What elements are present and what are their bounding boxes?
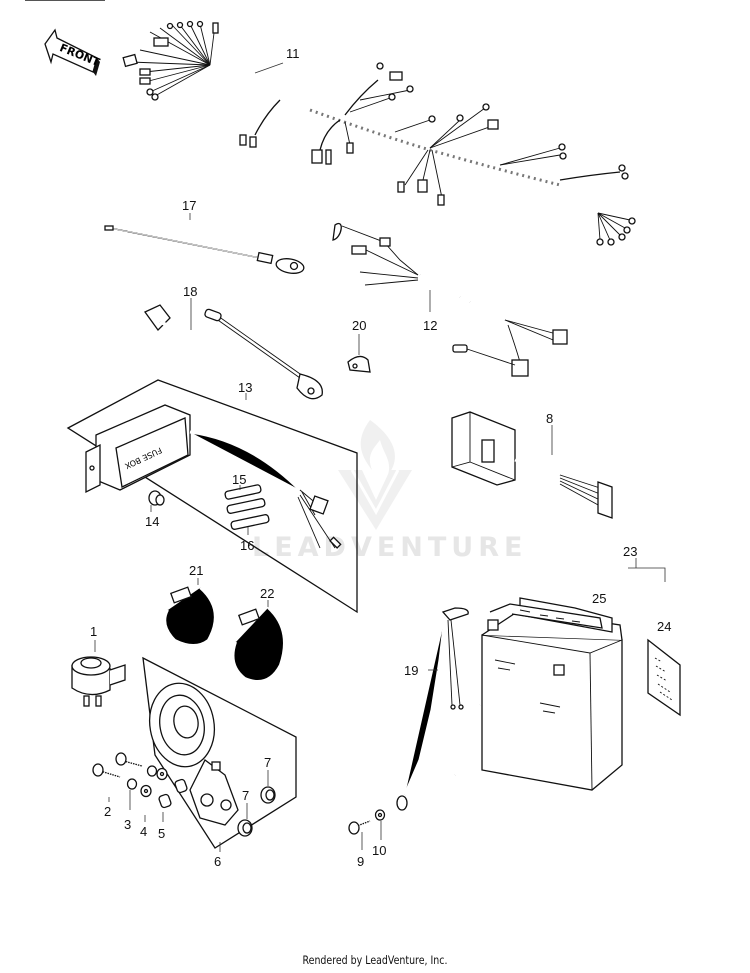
- watermark-logo-icon: [338, 420, 412, 530]
- callout-14[interactable]: 14: [145, 514, 159, 529]
- callout-21[interactable]: 21: [189, 563, 203, 578]
- part-11-main-wiring-harness[interactable]: 11: [122, 20, 636, 246]
- callout-6[interactable]: 6: [214, 854, 221, 869]
- part-10-washer[interactable]: 10: [372, 809, 386, 858]
- part-25-battery[interactable]: 25: [481, 591, 623, 791]
- callout-8[interactable]: 8: [546, 411, 553, 426]
- part-1-horn-relay[interactable]: 1: [71, 624, 126, 707]
- callout-7-lower[interactable]: 7: [242, 788, 249, 803]
- part-17-lead[interactable]: 17: [104, 198, 305, 275]
- front-arrow-icon: FRONT: [44, 28, 102, 76]
- callout-12[interactable]: 12: [423, 318, 437, 333]
- fuse-box: FUSE BOX: [85, 404, 342, 549]
- callout-16[interactable]: 16: [240, 538, 254, 553]
- watermark-text: LEADVENTURE: [252, 532, 527, 563]
- part-15-fuse[interactable]: 15: [224, 472, 266, 514]
- part-9-bolt[interactable]: 9: [348, 820, 371, 869]
- callout-17[interactable]: 17: [182, 198, 196, 213]
- callout-3[interactable]: 3: [124, 817, 131, 832]
- part-13-fuse-box-assembly[interactable]: 13 FUSE BOX: [66, 379, 358, 614]
- part-22-band[interactable]: 22: [232, 586, 285, 682]
- callout-24[interactable]: 24: [657, 619, 671, 634]
- part-7-grommet-lower[interactable]: 7: [237, 788, 253, 837]
- part-18-battery-cable[interactable]: 18: [144, 284, 323, 400]
- part-4-washer[interactable]: 4: [140, 767, 168, 840]
- part-3-lock-washer[interactable]: 3: [124, 765, 158, 832]
- part-12-sub-harness[interactable]: 12: [332, 222, 568, 377]
- callout-10[interactable]: 10: [372, 843, 386, 858]
- part-14-grommet[interactable]: 14: [145, 490, 165, 529]
- callout-5[interactable]: 5: [158, 826, 165, 841]
- part-2-bolt[interactable]: 2: [92, 752, 143, 819]
- part-16-fuse[interactable]: 16: [230, 514, 270, 553]
- callout-18[interactable]: 18: [183, 284, 197, 299]
- top-rule: [25, 0, 105, 1]
- callout-4[interactable]: 4: [140, 824, 147, 839]
- part-8-junction-box[interactable]: 8: [451, 411, 613, 519]
- callout-13[interactable]: 13: [238, 380, 252, 395]
- part-20-clamp[interactable]: 20: [347, 318, 371, 373]
- callout-2[interactable]: 2: [104, 804, 111, 819]
- watermark: LEADVENTURE: [252, 420, 527, 563]
- callout-23[interactable]: 23: [623, 544, 637, 559]
- callout-9[interactable]: 9: [357, 854, 364, 869]
- part-6-horn-assembly[interactable]: 6: [142, 656, 297, 869]
- callout-22[interactable]: 22: [260, 586, 274, 601]
- footer-credit: Rendered by LeadVenture, Inc.: [302, 953, 448, 967]
- part-21-band[interactable]: 21: [164, 563, 216, 646]
- callout-1[interactable]: 1: [90, 624, 97, 639]
- part-19-battery-cable[interactable]: 19: [396, 607, 482, 811]
- part-5-collar[interactable]: 5: [158, 778, 188, 841]
- callout-19[interactable]: 19: [404, 663, 418, 678]
- callout-15[interactable]: 15: [232, 472, 246, 487]
- callout-11[interactable]: 11: [286, 46, 300, 61]
- callout-25[interactable]: 25: [592, 591, 606, 606]
- part-7-grommet[interactable]: 7: [260, 755, 276, 804]
- callout-20[interactable]: 20: [352, 318, 366, 333]
- callout-7-upper[interactable]: 7: [264, 755, 271, 770]
- part-24-label[interactable]: 24: [647, 619, 681, 717]
- part-23-battery-kit[interactable]: 23: [623, 544, 666, 582]
